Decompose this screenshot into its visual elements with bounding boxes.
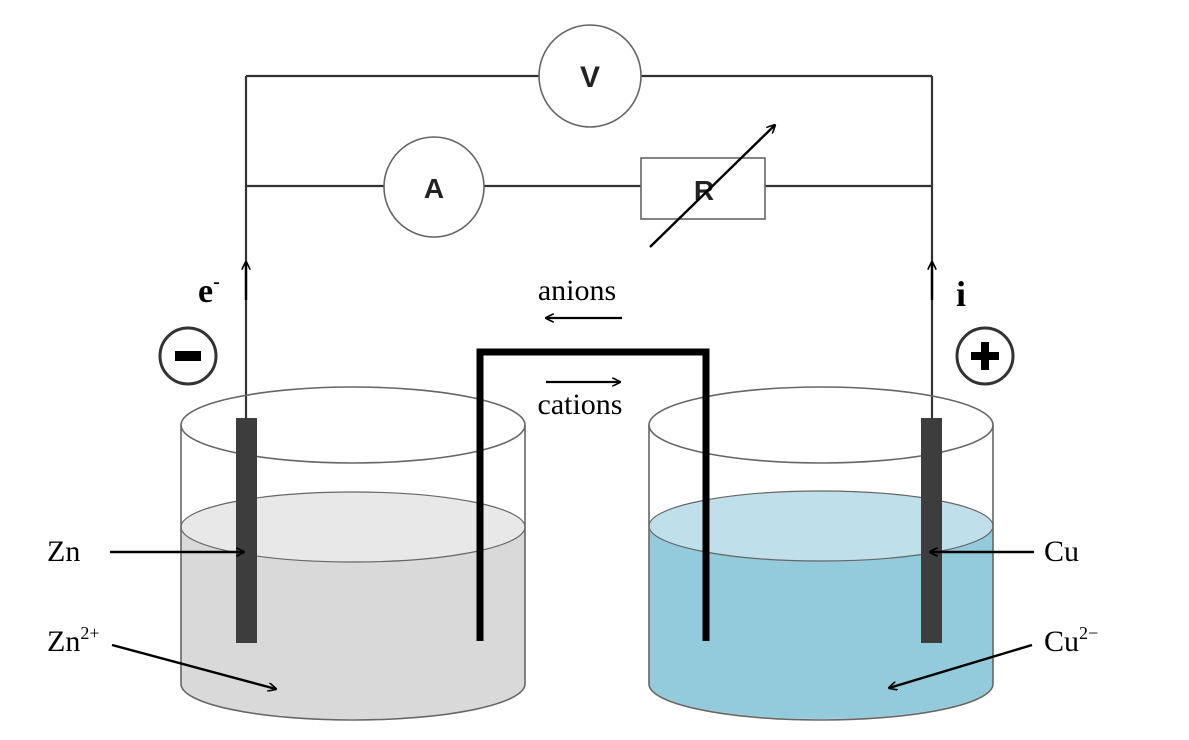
resistor-box (640, 157, 766, 220)
cu-ion-pointer-arrow-icon (889, 643, 1033, 688)
left-beaker-rim (180, 386, 526, 464)
zn-ion-pointer-arrow-icon (111, 643, 276, 689)
variable-resistor: R (640, 125, 775, 248)
variable-arrow-icon (649, 125, 775, 248)
left-beaker (180, 386, 526, 721)
voltmeter: V (538, 24, 642, 128)
zinc-electrode (236, 418, 257, 643)
left-beaker-bottom (180, 683, 526, 721)
left-solution (181, 527, 525, 719)
current-label: i (956, 274, 966, 314)
cu-ion-label: Cu2− (1044, 623, 1098, 658)
zn-ion-label: Zn2+ (47, 623, 99, 658)
right-solution (649, 526, 993, 719)
plus-icon-vertical (981, 342, 989, 370)
minus-icon (175, 351, 201, 361)
cations-label: cations (538, 388, 623, 421)
negative-terminal (158, 326, 218, 386)
anions-label: anions (538, 274, 616, 307)
voltmeter-label: V (580, 61, 600, 94)
right-beaker (648, 386, 994, 721)
ammeter: A (383, 136, 485, 238)
voltmeter-circle (538, 24, 642, 128)
zn-electrode-label: Zn (47, 535, 80, 568)
salt-bridge (476, 348, 710, 641)
ammeter-circle (383, 136, 485, 238)
right-beaker-bottom (648, 683, 994, 721)
copper-electrode (921, 418, 942, 643)
positive-terminal (955, 326, 1015, 386)
ammeter-label: A (424, 173, 444, 204)
cu-electrode-label: Cu (1044, 535, 1079, 568)
electron-label: e- (198, 271, 220, 310)
external-circuit: V A R (244, 24, 934, 418)
